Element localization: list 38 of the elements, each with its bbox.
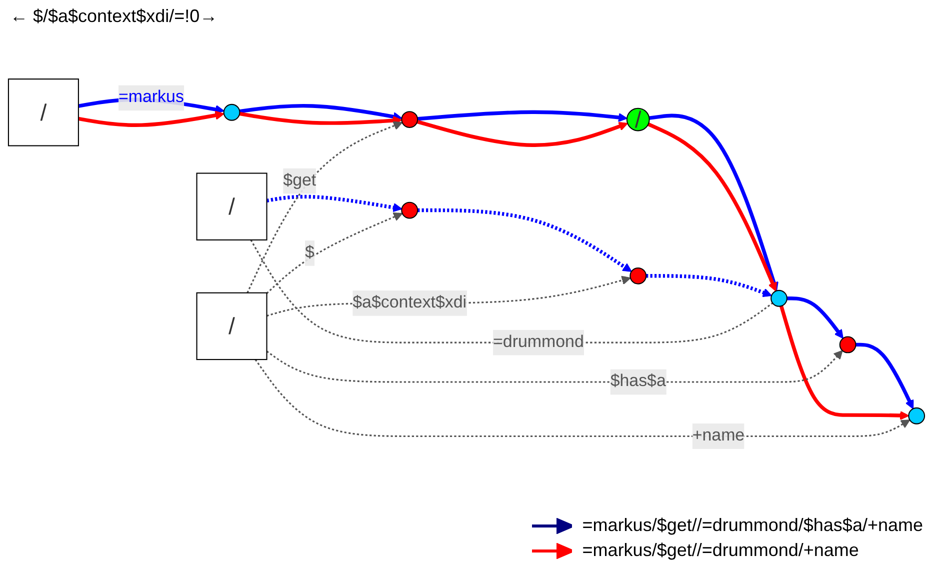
- edge-label: +name: [692, 426, 745, 445]
- node-circle: [401, 202, 418, 219]
- node-circle: [630, 267, 647, 284]
- edge-label: =markus: [118, 88, 184, 106]
- arrow: [239, 112, 402, 126]
- arrow: [266, 350, 843, 383]
- arrow: [418, 208, 632, 272]
- edge-label: $get: [283, 172, 316, 190]
- node-box: /: [8, 78, 79, 146]
- edge-label: $has$a: [610, 372, 666, 390]
- node-circle: [770, 290, 788, 307]
- node-circle: [839, 336, 856, 354]
- node-circle: /: [626, 108, 650, 132]
- arrow: [779, 305, 910, 420]
- annotation-text: ← $/$a$context$xdi/=!0→: [10, 6, 218, 27]
- arrow: [246, 121, 403, 294]
- node-box: /: [196, 172, 268, 240]
- arrow: [266, 194, 402, 212]
- arrow: [856, 342, 914, 410]
- arrow: [239, 104, 402, 122]
- edge-label: $: [304, 244, 314, 262]
- arrow: [266, 212, 403, 294]
- arrow: [416, 120, 628, 147]
- arrow: [786, 296, 844, 339]
- node-circle: [401, 111, 418, 128]
- node-box: /: [196, 292, 268, 360]
- legend-text: =markus/$get//=drummond/+name: [582, 540, 859, 561]
- arrow: [78, 110, 224, 128]
- edge-label: $a$context$xdi: [352, 294, 467, 312]
- arrow: [646, 274, 772, 298]
- node-circle: [908, 407, 926, 424]
- legend-text: =markus/$get//=drummond/$has$a/+name: [582, 515, 923, 536]
- connector: [250, 240, 774, 344]
- arrow: [417, 110, 628, 122]
- node-circle: [223, 104, 240, 121]
- arrow: [254, 359, 910, 438]
- edge-label: =drummond: [493, 333, 584, 352]
- arrow: [266, 276, 631, 317]
